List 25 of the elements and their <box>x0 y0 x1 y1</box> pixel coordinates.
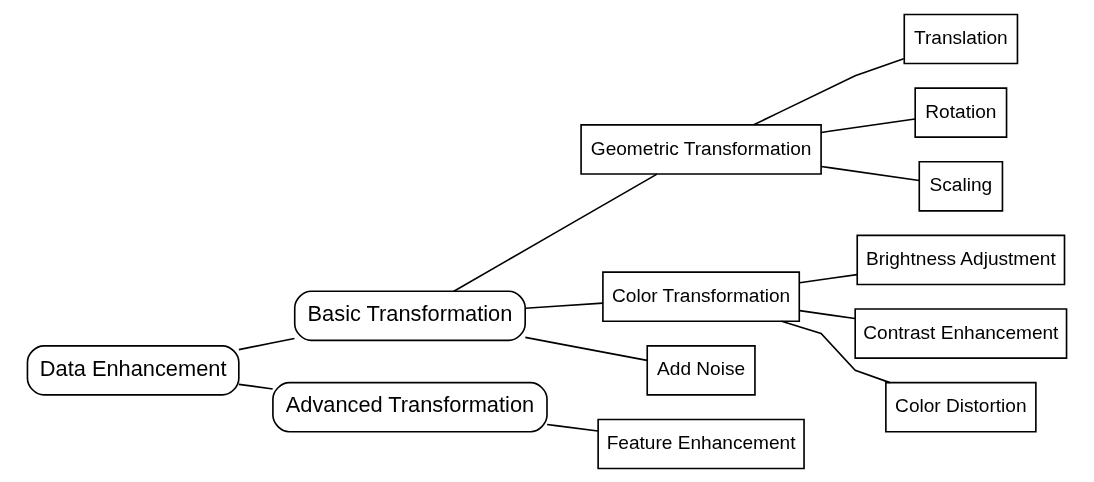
node-box: Advanced Transformation <box>272 381 548 433</box>
node-box: Translation <box>903 13 1019 64</box>
node-box: Scaling <box>918 160 1004 212</box>
connector <box>546 423 599 432</box>
node-box: Color Transformation <box>602 270 801 322</box>
node-box: Brightness Adjustment <box>856 234 1066 285</box>
node-box: Geometric Transformation <box>580 123 822 175</box>
connector <box>238 337 296 350</box>
node-box: Contrast Enhancement <box>854 307 1068 359</box>
connector <box>238 383 274 390</box>
node-box: Basic Transformation <box>293 289 526 341</box>
connector <box>524 301 604 309</box>
node-box: Color Distortion <box>885 381 1037 433</box>
node-box: Data Enhancement <box>26 344 240 396</box>
connector <box>820 117 916 133</box>
connector <box>820 165 921 181</box>
connector <box>524 336 648 361</box>
node-box: Feature Enhancement <box>597 418 805 469</box>
connector <box>780 319 891 383</box>
node-box: Add Noise <box>646 344 756 396</box>
connector <box>453 172 658 292</box>
node-box: Rotation <box>914 86 1008 138</box>
connector <box>798 309 856 319</box>
connector <box>752 57 905 126</box>
connector <box>798 273 858 284</box>
